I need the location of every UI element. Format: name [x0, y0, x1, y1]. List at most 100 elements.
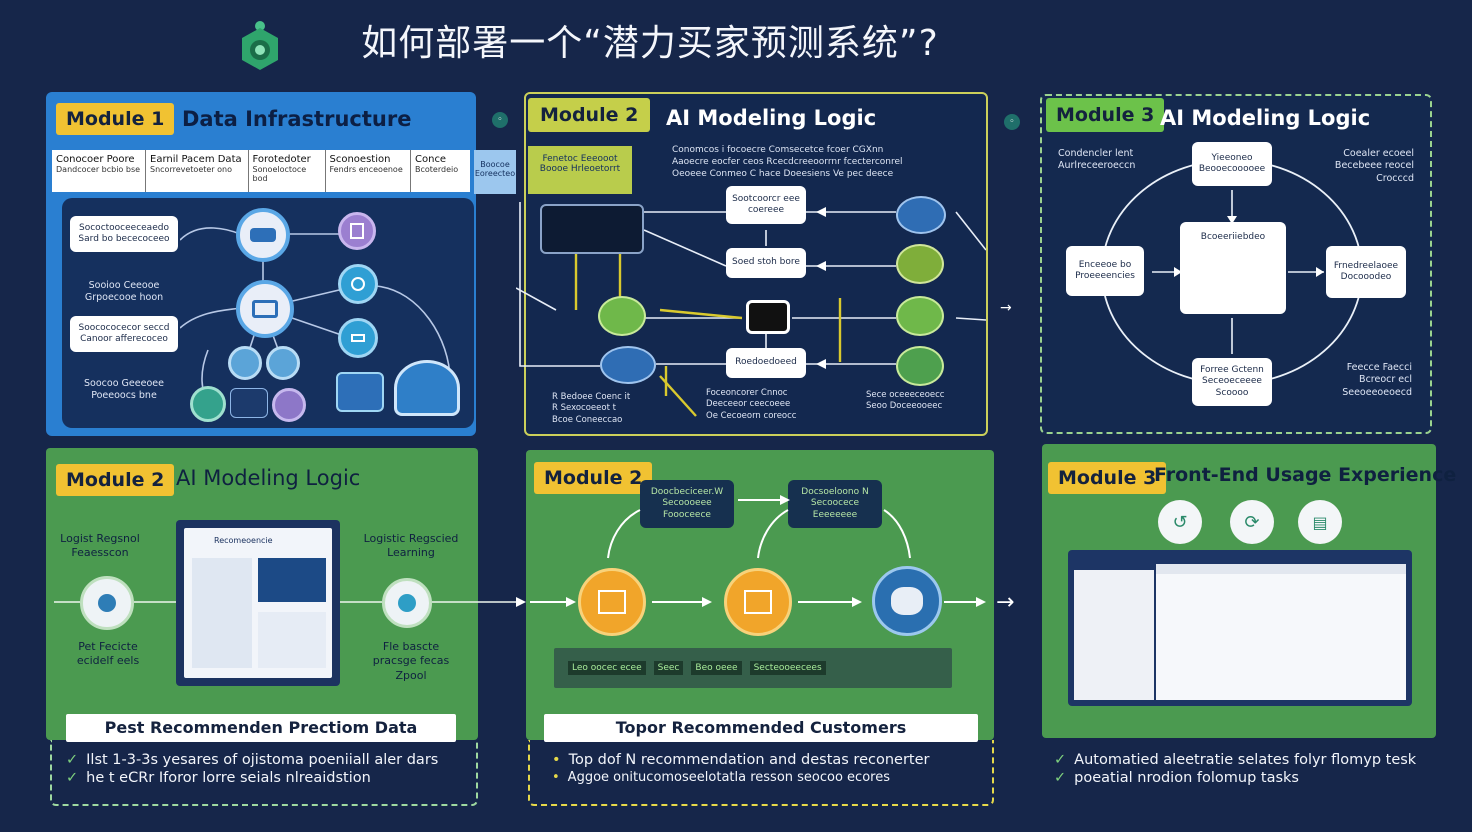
dashboard-icon	[336, 372, 384, 412]
report-icon[interactable]: ▤	[1298, 500, 1342, 544]
module3a-corner-label: Coealer ecoeel Becebeee reocel Crocccd	[1334, 148, 1414, 184]
dashboard-screen: Recomeoencie	[176, 520, 340, 686]
bullet-item: •Aggoe onitucomoseelotatla resson seocoo…	[552, 770, 890, 785]
module3a-badge: Module 3	[1046, 98, 1165, 132]
bullet-item: ✓Ilst 1-3-3s yesares of ojistoma poeniia…	[66, 752, 438, 768]
page-title: 如何部署一个“潜力买家预测系统”?	[361, 23, 939, 64]
label-line: Zpool	[395, 668, 427, 682]
label-line: Logistic Regscied	[363, 532, 459, 545]
tag-chip: Seec	[653, 661, 684, 675]
module2a-tag: Fenetoc Eeeooot Boooe Hrleoetorrt	[528, 146, 632, 194]
module2c-bullets-box	[528, 740, 994, 806]
label-line: ecidelf eels	[76, 654, 140, 668]
bullet-text: Automatied aleetratie selates folyr flom…	[1074, 752, 1417, 768]
green-node-icon	[896, 346, 944, 386]
module2b-badge: Module 2	[56, 464, 175, 496]
module1-label-b: Soocoo Geeeoee Poeeoocs bne	[84, 378, 164, 402]
side-tag-line: Boocoe	[480, 160, 510, 169]
module3a-node-left: Enceeoe bo Proeeeencies	[1066, 246, 1144, 296]
table-cell: Sncorrevetoeter ono	[150, 165, 232, 174]
database-icon	[236, 208, 290, 262]
note-line: Bcoe Coneeccao	[552, 414, 623, 425]
table-header: Earnil Pacem Data	[150, 154, 242, 165]
table-cell: Dandcocer bcbio bse	[56, 165, 141, 174]
check-icon: ✓	[1054, 752, 1067, 768]
bullet-text: poeatial nrodion folomup tasks	[1074, 770, 1299, 786]
module1-box-b: Soocococecor seccd Canoor afferecoceo	[70, 316, 178, 352]
label-line: Logist Regsnol	[60, 532, 140, 545]
module2b-bullets-box	[50, 740, 478, 806]
label-line: Pet Fecicte	[78, 640, 138, 653]
desc-line: Oeoeee Conmeo C hace Doeesiens Ve pec de…	[672, 169, 894, 180]
scoring-node-icon	[724, 568, 792, 636]
module2b-left-top: Logist Regsnol Feaesscon	[52, 532, 148, 561]
table-header: Sconoestion	[329, 154, 391, 165]
table-header: Conocoer Poore	[56, 154, 135, 165]
processor-chip-icon	[746, 300, 790, 334]
refresh-icon[interactable]: ⟳	[1230, 500, 1274, 544]
table-cell: Fendrs enceoenoe	[329, 165, 403, 174]
table-cell: Sonoeloctoce bod	[252, 165, 307, 183]
globe-icon	[394, 360, 460, 416]
check-icon: ✓	[66, 752, 79, 768]
module2a-title: AI Modeling Logic	[666, 106, 877, 130]
module1-box-a: Sococtooceeceaedo Sard bo bececoceeo	[70, 216, 178, 252]
note-line: R Bedoee Coenc it	[552, 392, 631, 402]
cloud-sync-icon	[338, 264, 378, 304]
check-icon: ✓	[1054, 770, 1067, 786]
chart-node-icon	[338, 318, 378, 358]
check-icon: •	[552, 770, 560, 785]
check-icon: ✓	[66, 770, 79, 786]
module3b-title: Front-End Usage Experience	[1154, 464, 1457, 486]
bullet-item: ✓ poeatial nrodion folomup tasks	[1054, 770, 1299, 786]
module2a-badge: Module 2	[528, 98, 651, 132]
module2b-banner: Pest Recommenden Prectiom Data	[66, 714, 456, 742]
tag-chip: Leo oocec ecee	[568, 661, 646, 675]
share-icon[interactable]: ↺	[1158, 500, 1202, 544]
tag-chip: Secteooeecees	[749, 661, 826, 675]
desc-line: Aaoecre eocfer ceos Rcecdcreeoorrnr fcec…	[672, 157, 903, 168]
module2c-badge: Module 2	[534, 462, 653, 494]
module3a-node-right: Frnedreelaoee Docooodeo	[1326, 246, 1406, 298]
note-line: Foceoncorer Cnnoc	[706, 388, 788, 398]
bar-node-icon	[896, 244, 944, 284]
module2a-description: Conomcos i focoecre Comsecetce fcoer CGX…	[672, 144, 903, 180]
label-line: Learning	[387, 546, 435, 560]
module2a-notes-right: Sece oceeeceoecc Seoo Doceeooeec	[866, 390, 944, 413]
note-line: R Sexocoeeot t	[552, 403, 616, 414]
purple-node-icon	[272, 388, 306, 422]
bullet-text: he t eCRr Iforor lorre seials nlreaidsti…	[86, 770, 371, 786]
module2c-box-b: Docsoeloono N Secoocece Eeeeeeee	[788, 480, 882, 528]
screen-title: Recomeoencie	[214, 536, 273, 545]
module2a-notes-left: R Bedoee Coenc it R Sexocoeeot t Bcoe Co…	[552, 392, 630, 426]
bullet-item: ✓ he t eCRr Iforor lorre seials nlreaidst…	[66, 770, 371, 786]
label-line: Fle bascte	[382, 640, 440, 653]
side-tag-line: Eoreecteo	[474, 169, 516, 178]
scoring-node-icon	[578, 568, 646, 636]
module2c-banner: Topor Recommended Customers	[544, 714, 978, 742]
note-line: Sece oceeeceoecc	[866, 390, 945, 400]
note-line: Deeceeor ceecoeee	[706, 399, 791, 410]
grid-panel-icon	[230, 388, 268, 418]
model-node-icon	[382, 578, 432, 628]
module1-side-tag: Boocoe Eoreecteo	[474, 150, 516, 194]
module1-title: Data Infrastructure	[182, 107, 412, 131]
note-line: Seoo Doceeooeec	[866, 401, 943, 412]
green-node-icon	[896, 296, 944, 336]
tag-chip: Beo oeee	[691, 661, 742, 675]
bullet-item: •Top dof N recommendation and destas rec…	[552, 752, 929, 768]
module2c-flow	[530, 495, 986, 607]
module2c-tag-strip: Leo oocec ecee Seec Beo oeee Secteooeece…	[554, 648, 952, 688]
bullet-item: ✓ Automatied aleetratie selates folyr flo…	[1054, 752, 1416, 768]
module2b-left-bottom: Pet Fecicte ecidelf eels	[60, 640, 156, 669]
module2a-notes-mid: Foceoncorer Cnnoc Deeceeor ceecoeee Oe C…	[706, 388, 796, 422]
tag-line: Fenetoc Eeeooot	[542, 154, 618, 164]
dome-icon	[266, 346, 300, 380]
module1-badge: Module 1	[56, 103, 175, 135]
tag-line: Boooe Hrleoetorrt	[539, 164, 621, 174]
module3b-badge: Module 3	[1048, 462, 1167, 494]
module2b-right-top: Logistic Regscied Learning	[356, 532, 466, 561]
module2b-right-bottom: Fle bascte pracsge fecas Zpool	[356, 640, 466, 683]
module1-label-a: Sooioo Ceeooe Grpoecooe hoon	[84, 280, 164, 304]
connector-dot-icon: ◦	[1004, 114, 1020, 130]
